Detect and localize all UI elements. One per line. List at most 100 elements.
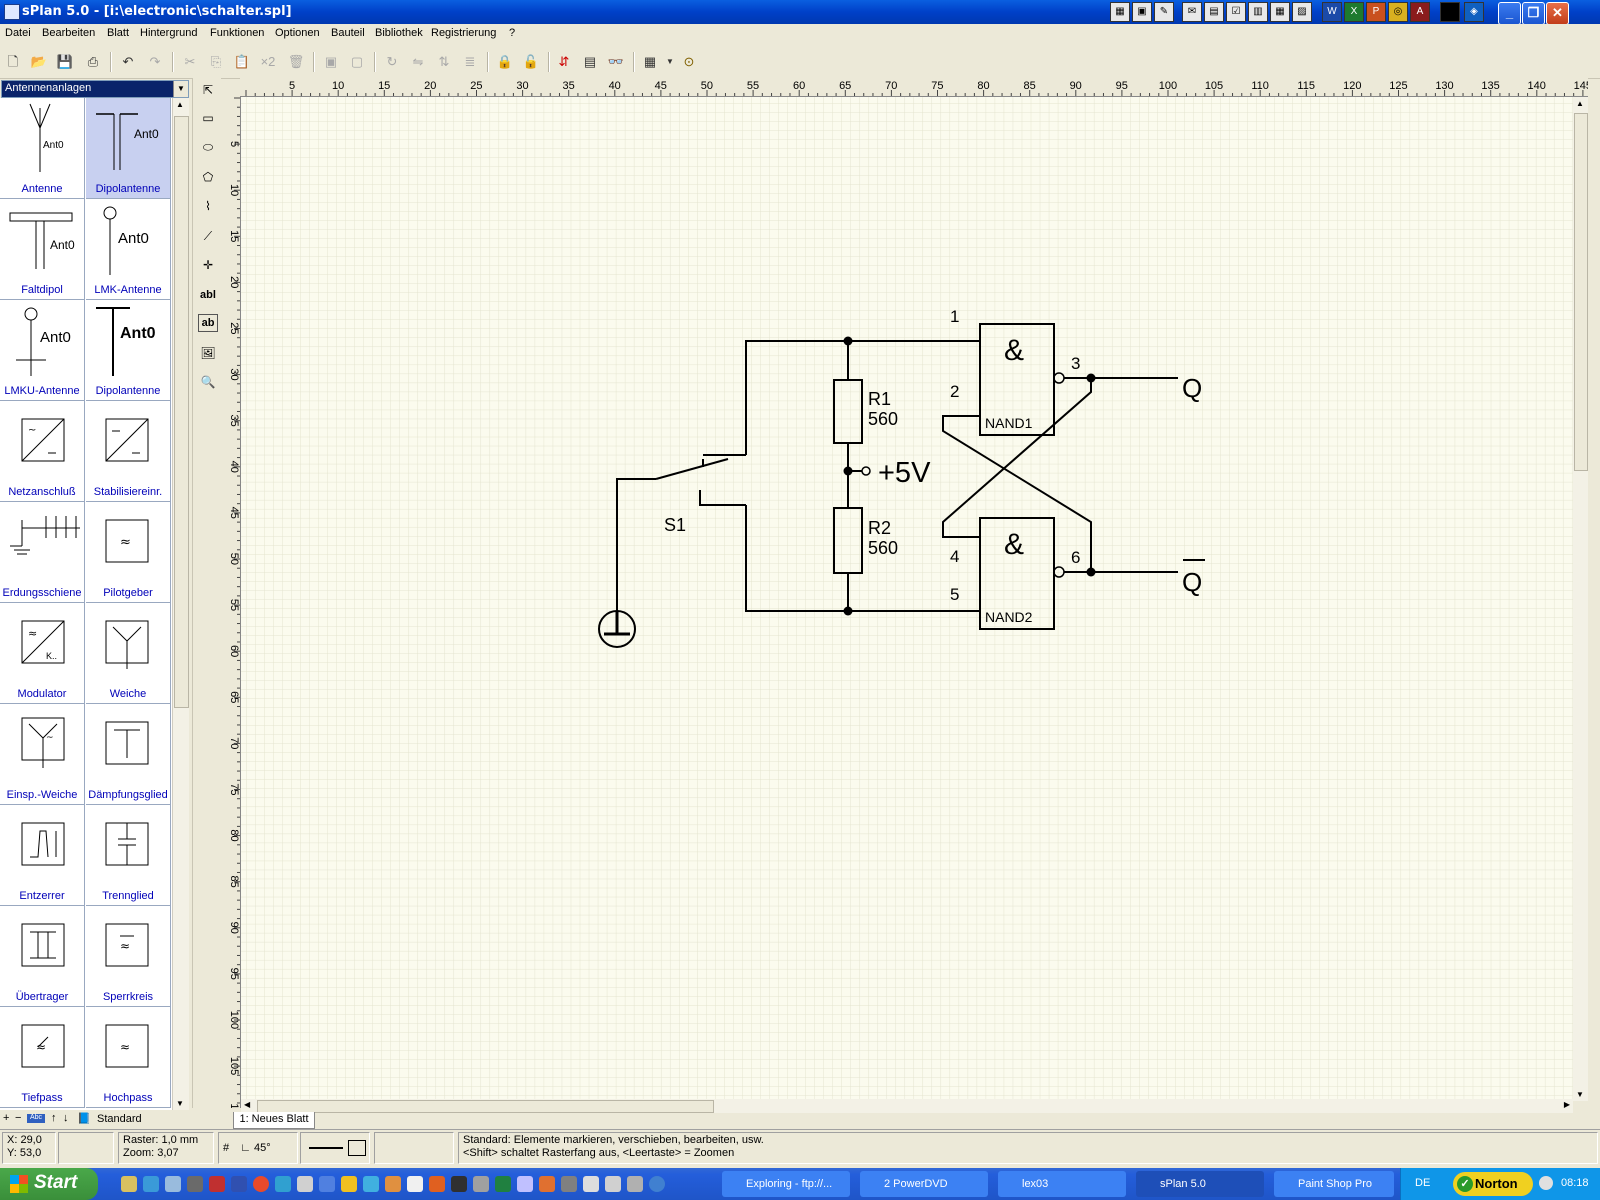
copy-icon[interactable]: ⎘: [210, 54, 222, 69]
textbox-tool-icon[interactable]: ab: [198, 314, 218, 332]
menu-bibliothek[interactable]: Bibliothek: [375, 27, 423, 39]
print-icon[interactable]: ⎙: [87, 54, 99, 69]
task-exploring[interactable]: Exploring - ftp://...: [722, 1171, 850, 1197]
menu-registrierung[interactable]: Registrierung: [431, 27, 497, 39]
paste-icon[interactable]: 📋: [233, 54, 251, 69]
tray-app-icon[interactable]: ✎: [1154, 2, 1174, 22]
book-icon[interactable]: 📘: [77, 1113, 91, 1125]
quicklaunch-icon[interactable]: [539, 1176, 555, 1192]
quicklaunch-icon[interactable]: [209, 1176, 225, 1192]
mail-icon[interactable]: ✉: [1182, 2, 1202, 22]
clock-icon[interactable]: [1539, 1176, 1553, 1190]
library-item-modulator[interactable]: ≈ K.. Modulator: [0, 603, 85, 704]
parts-list-icon[interactable]: ▤: [583, 54, 597, 69]
bring-front-icon[interactable]: ▣: [324, 54, 338, 69]
language-indicator[interactable]: DE: [1415, 1177, 1431, 1189]
menu-optionen[interactable]: Optionen: [275, 27, 320, 39]
library-scroll-thumb[interactable]: [174, 116, 189, 708]
library-item-einsp-weiche[interactable]: ~ Einsp.-Weiche: [0, 704, 85, 805]
zoom-tool-icon[interactable]: 🔍: [200, 375, 216, 389]
tab-sheet-1[interactable]: 1: Neues Blatt: [233, 1112, 315, 1129]
tray-app-icon[interactable]: ◎: [1388, 2, 1408, 22]
canvas-vertical-scrollbar[interactable]: ▲ ▼: [1573, 97, 1588, 1101]
drawing-canvas[interactable]: R1 560 R2 560 +5V S1 & NAND1 & NAND2 1 2…: [241, 97, 1573, 1103]
quicklaunch-icon[interactable]: [341, 1176, 357, 1192]
library-category-select[interactable]: Antennenanlagen ▼: [1, 80, 189, 98]
quicklaunch-icon[interactable]: [363, 1176, 379, 1192]
library-scrollbar[interactable]: ▲ ▼: [172, 98, 189, 1110]
tray-app-icon[interactable]: ▣: [1132, 2, 1152, 22]
menu-hintergrund[interactable]: Hintergrund: [140, 27, 198, 39]
open-folder-icon[interactable]: 📂: [30, 54, 48, 69]
library-item-netzanschluss[interactable]: ~ Netzanschluß: [0, 401, 85, 502]
minimize-button[interactable]: _: [1498, 2, 1521, 25]
library-item-entzerrer[interactable]: Entzerrer: [0, 805, 85, 906]
quicklaunch-icon[interactable]: [231, 1176, 247, 1192]
tray-app-icon[interactable]: ▦: [1270, 2, 1290, 22]
library-item-faltdipol[interactable]: Ant0 Faltdipol: [0, 199, 85, 300]
numbering-icon[interactable]: ⇵: [558, 54, 570, 69]
select-arrow-icon[interactable]: ⇱: [202, 83, 214, 97]
image-tool-icon[interactable]: 🖼: [200, 346, 216, 360]
quicklaunch-icon[interactable]: [121, 1176, 137, 1192]
task-lex03[interactable]: lex03: [998, 1171, 1126, 1197]
library-item-hochpass[interactable]: ≈ Hochpass: [86, 1007, 171, 1108]
vertical-scroll-thumb[interactable]: [1574, 113, 1588, 471]
tray-app-icon[interactable]: [1440, 2, 1460, 22]
menu-help[interactable]: ?: [509, 27, 516, 39]
chevron-down-icon[interactable]: ▼: [666, 57, 674, 66]
rectangle-tool-icon[interactable]: ▭: [202, 111, 214, 125]
send-back-icon[interactable]: ▢: [350, 54, 364, 69]
unlock-icon[interactable]: 🔓: [522, 54, 540, 69]
library-item-dipolantenne[interactable]: Ant0 Dipolantenne: [86, 98, 171, 199]
line-tool-icon[interactable]: ⟋: [203, 229, 213, 243]
scroll-right-icon[interactable]: ▶: [1563, 1100, 1570, 1109]
quicklaunch-icon[interactable]: [495, 1176, 511, 1192]
fill-style-icon[interactable]: [348, 1140, 366, 1156]
library-item-lmk-antenne[interactable]: Ant0 LMK-Antenne: [86, 199, 171, 300]
cut-icon[interactable]: ✂: [184, 54, 196, 69]
tray-app-icon[interactable]: ▥: [1248, 2, 1268, 22]
delete-icon[interactable]: 🗑: [287, 54, 305, 69]
quicklaunch-icon[interactable]: [187, 1176, 203, 1192]
rotate-icon[interactable]: ↻: [386, 54, 398, 69]
quicklaunch-icon[interactable]: [297, 1176, 313, 1192]
library-item-dipolantenne-2[interactable]: Ant0 Dipolantenne: [86, 300, 171, 401]
scroll-up-icon[interactable]: ▲: [176, 100, 184, 109]
redo-icon[interactable]: ↷: [149, 54, 161, 69]
label-icon[interactable]: Abc: [27, 1114, 45, 1123]
library-item-tiefpass[interactable]: ≈ Tiefpass: [0, 1007, 85, 1108]
arrow-up-icon[interactable]: ↑: [51, 1112, 57, 1124]
restore-button[interactable]: ❐: [1522, 2, 1545, 25]
duplicate-icon[interactable]: ×2: [260, 54, 276, 69]
quicklaunch-icon[interactable]: [517, 1176, 533, 1192]
task-splan[interactable]: sPlan 5.0: [1136, 1171, 1264, 1197]
library-item-stabilisiereinr[interactable]: Stabilisiereinr.: [86, 401, 171, 502]
align-icon[interactable]: ≣: [464, 54, 476, 69]
canvas-horizontal-scrollbar[interactable]: ◀ ▶: [241, 1099, 1573, 1113]
scroll-up-icon[interactable]: ▲: [1576, 99, 1584, 108]
tray-app-icon[interactable]: ▤: [1204, 2, 1224, 22]
angle-icon[interactable]: ∟: [240, 1142, 251, 1154]
scroll-left-icon[interactable]: ◀: [244, 1100, 251, 1109]
menu-blatt[interactable]: Blatt: [107, 27, 130, 39]
library-item-uebertrager[interactable]: Übertrager: [0, 906, 85, 1007]
text-tool-icon[interactable]: abl: [200, 289, 216, 301]
junction-tool-icon[interactable]: ✛: [202, 258, 214, 272]
quicklaunch-icon[interactable]: [319, 1176, 335, 1192]
tray-app-icon[interactable]: ▦: [1110, 2, 1130, 22]
remove-icon[interactable]: −: [15, 1112, 22, 1124]
line-style-icon[interactable]: [309, 1147, 343, 1149]
library-item-pilotgeber[interactable]: ≈ Pilotgeber: [86, 502, 171, 603]
add-icon[interactable]: +: [3, 1112, 10, 1124]
library-item-sperrkreis[interactable]: ≈ Sperrkreis: [86, 906, 171, 1007]
bezier-tool-icon[interactable]: ⌇: [205, 199, 211, 213]
library-item-trennglied[interactable]: Trennglied: [86, 805, 171, 906]
library-item-erdungsschiene[interactable]: Erdungsschiene: [0, 502, 85, 603]
library-item-daempfungsglied[interactable]: Dämpfungsglied: [86, 704, 171, 805]
horizontal-scroll-thumb[interactable]: [257, 1100, 714, 1113]
library-item-weiche[interactable]: Weiche: [86, 603, 171, 704]
start-button[interactable]: Start: [0, 1168, 98, 1200]
task-paint-shop-pro[interactable]: Paint Shop Pro: [1274, 1171, 1394, 1197]
quicklaunch-icon[interactable]: [385, 1176, 401, 1192]
